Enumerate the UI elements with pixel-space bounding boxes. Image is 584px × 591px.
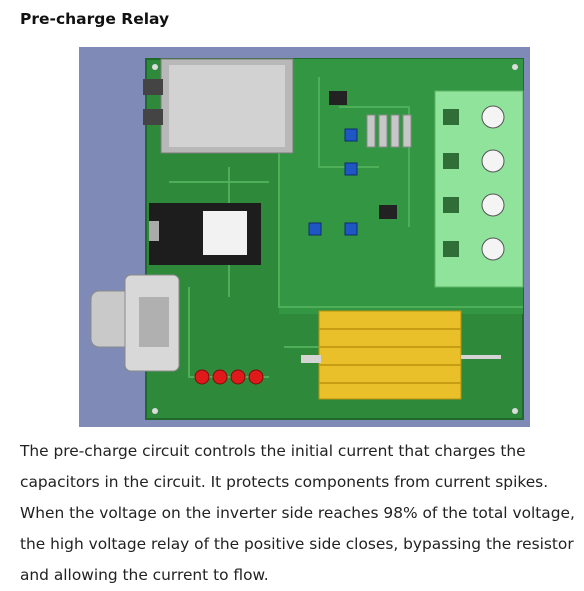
relay-pin: [143, 79, 163, 95]
dsub-face: [139, 297, 169, 347]
body-line: the high voltage relay of the positive s…: [20, 535, 574, 553]
terminal-holes: [443, 109, 459, 257]
body-line: When the voltage on the inverter side re…: [20, 504, 575, 522]
trimmers: [308, 128, 358, 236]
body-line: capacitors in the circuit. It protects c…: [20, 473, 549, 491]
relay-box-top: [169, 65, 285, 147]
usb-port: [149, 221, 159, 241]
leds: [194, 369, 264, 385]
body-paragraph: The pre-charge circuit controls the init…: [20, 436, 580, 591]
pcb-render-image: [79, 47, 530, 427]
mcu-shield: [203, 211, 247, 255]
pcb-illustration: [90, 58, 524, 420]
resistor-array: [366, 114, 412, 148]
relay-pin: [143, 109, 163, 125]
chip: [379, 205, 397, 219]
power-resistor: [318, 310, 462, 400]
body-line: and allowing the current to flow.: [20, 566, 269, 584]
power-resistor-fins: [319, 328, 461, 384]
body-line: The pre-charge circuit controls the init…: [20, 442, 526, 460]
chip: [329, 91, 347, 105]
mounting-holes: [152, 64, 518, 414]
section-heading: Pre-charge Relay: [20, 10, 170, 28]
resistor-lead-right: [461, 355, 501, 359]
resistor-lead-left: [301, 355, 321, 363]
terminal-screws: [481, 105, 505, 261]
